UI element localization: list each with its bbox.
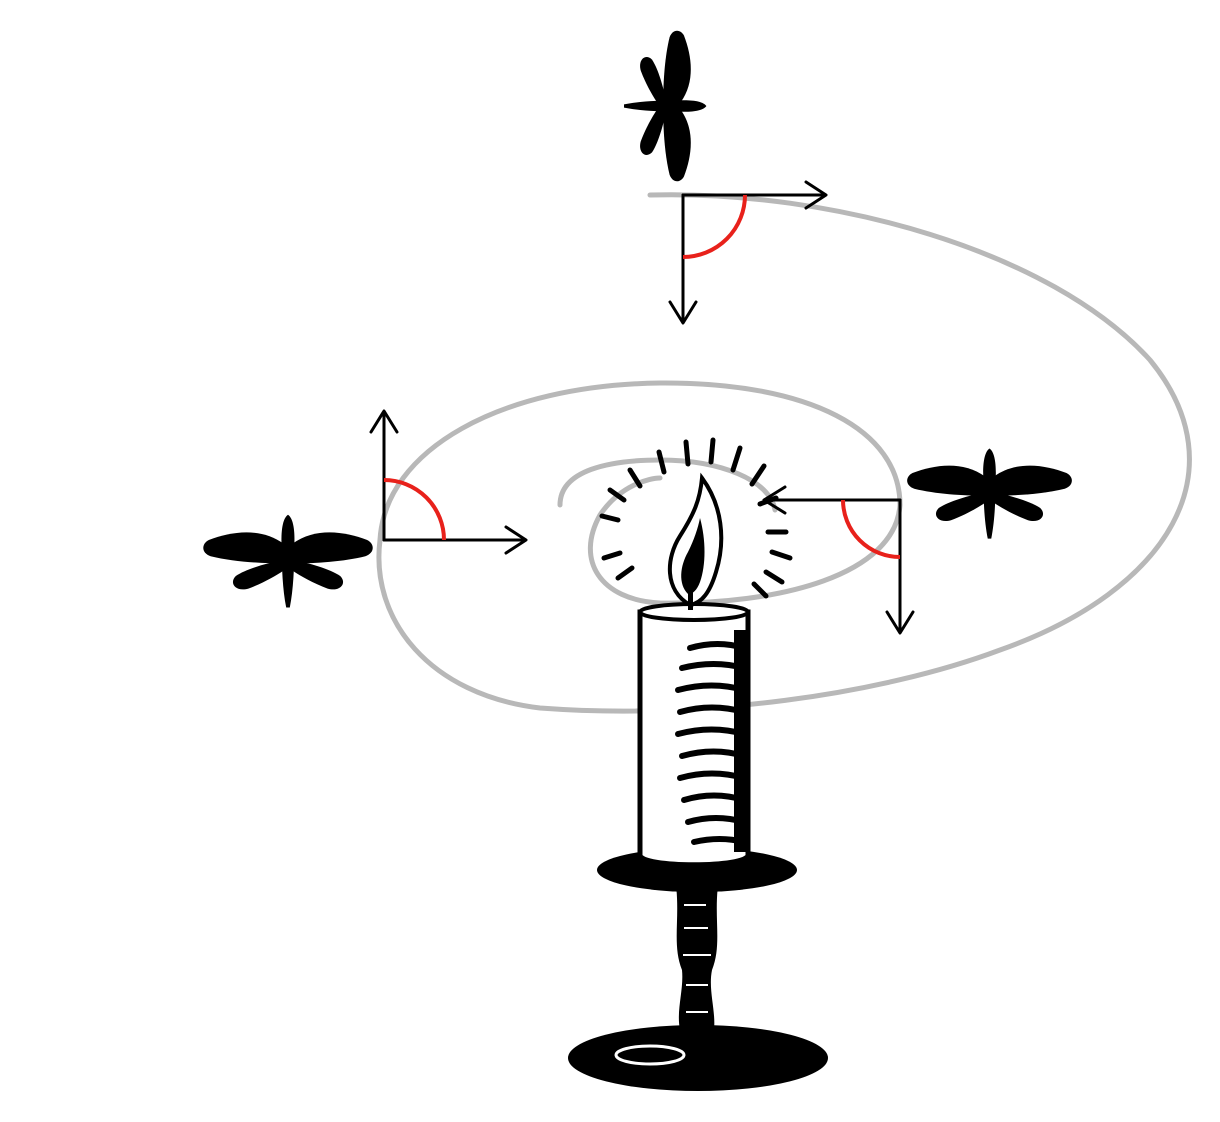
angle-arc-right [841, 499, 901, 559]
wick [688, 592, 693, 610]
angle-arc-top [682, 194, 747, 259]
spiral-outer-arc [376, 192, 1192, 714]
candle-base-highlight [614, 1044, 686, 1066]
angle-arc-left [383, 478, 446, 541]
vector-arrows-right [762, 485, 915, 635]
moth-icon [203, 514, 373, 608]
moth-left [203, 409, 528, 608]
candle-top [638, 602, 750, 622]
moth-top [624, 30, 828, 325]
candle-icon [568, 602, 828, 1091]
glow-rays [599, 437, 793, 599]
moth-icon [624, 30, 707, 182]
flame-inner [681, 518, 705, 594]
candle-base [568, 1025, 828, 1091]
vector-arrows-left [369, 409, 528, 555]
candle-body [637, 609, 751, 868]
spiral-flight-path [376, 192, 1192, 714]
moth-icon [907, 448, 1072, 539]
spiral-inner-arc [557, 457, 778, 513]
stem-ridges [683, 904, 711, 1013]
spiral-middle-loop [377, 380, 903, 606]
moth-right [762, 448, 1072, 635]
flame-icon [667, 472, 724, 610]
candle-stem [676, 885, 718, 1030]
candle-shadow-strip [734, 630, 746, 852]
